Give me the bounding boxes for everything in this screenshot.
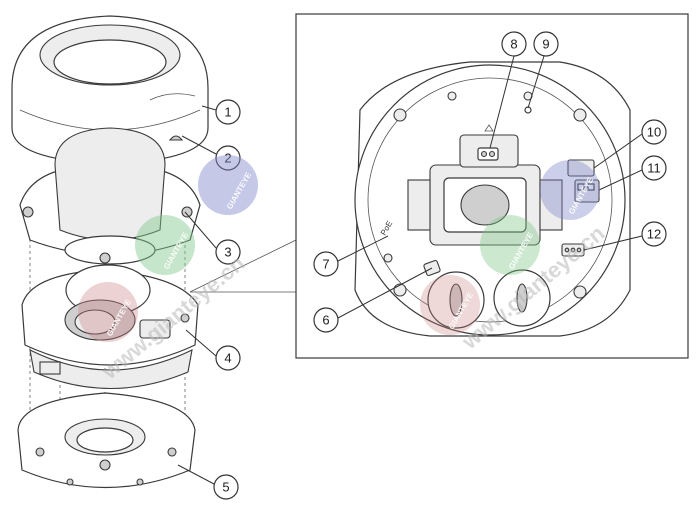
watermark-badge-red-2: GIANTEYE — [420, 275, 480, 335]
watermark-badge-green-2: GIANTEYE — [480, 215, 540, 275]
callout-12: 12 — [641, 221, 667, 247]
callout-3: 3 — [215, 239, 241, 265]
svg-text:6: 6 — [322, 313, 329, 328]
camera-module — [21, 264, 199, 389]
callout-11: 11 — [641, 155, 667, 181]
svg-text:12: 12 — [647, 227, 661, 242]
callout-6: 6 — [313, 307, 339, 333]
svg-text:1: 1 — [224, 105, 231, 120]
svg-text:8: 8 — [510, 37, 517, 52]
detail-screws — [383, 91, 587, 299]
callout-4: 4 — [215, 345, 241, 371]
svg-text:7: 7 — [322, 257, 329, 272]
detail-view: PoE — [354, 61, 631, 337]
watermark-badge-blue: GIANTEYE — [198, 155, 258, 215]
watermark-badge-green: GIANTEYE — [135, 215, 195, 275]
callout-9: 9 — [533, 31, 559, 57]
callout-10: 10 — [641, 119, 667, 145]
svg-text:2: 2 — [224, 151, 231, 166]
zoom-connector — [189, 239, 297, 293]
svg-text:9: 9 — [542, 37, 549, 52]
dome-cover — [11, 15, 209, 165]
callout-2: 2 — [215, 145, 241, 171]
exploded-view — [11, 15, 209, 489]
callout-1: 1 — [215, 99, 241, 125]
watermark-badge-blue-2: GIANTEYE — [540, 160, 600, 220]
svg-text:5: 5 — [222, 480, 229, 495]
svg-text:11: 11 — [647, 161, 661, 176]
svg-text:10: 10 — [647, 125, 661, 140]
detail-frame — [295, 13, 689, 359]
watermark-badge-red: GIANTEYE — [78, 282, 138, 342]
cable-glands — [427, 269, 551, 329]
callout-8: 8 — [501, 31, 527, 57]
svg-text:4: 4 — [224, 351, 231, 366]
mounting-bracket — [17, 392, 196, 489]
svg-text:3: 3 — [224, 245, 231, 260]
callout-7: 7 — [313, 251, 339, 277]
callout-leaders — [177, 55, 643, 485]
inner-shroud — [19, 127, 201, 265]
callout-5: 5 — [213, 474, 239, 500]
